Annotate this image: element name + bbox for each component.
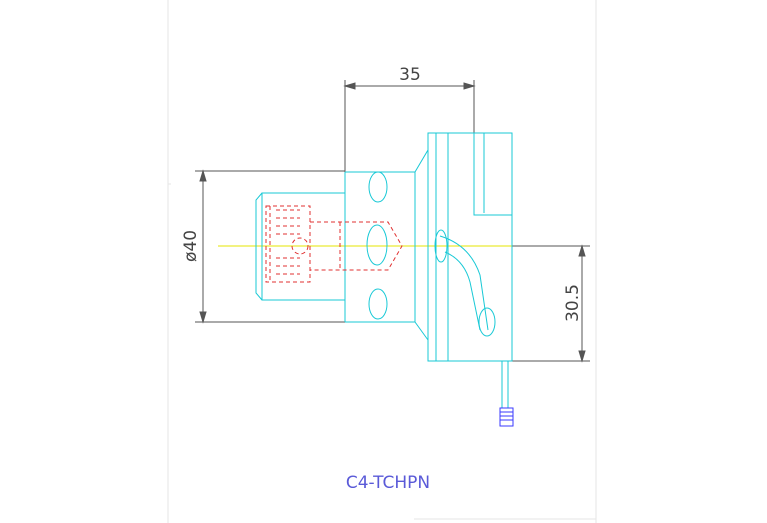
diameter-dimension-label: ø40: [181, 230, 201, 262]
offset-dimension-label: 30.5: [563, 284, 583, 322]
dimension-lines: [195, 80, 590, 363]
insert-tip: [499, 407, 514, 427]
hidden-lines: [265, 205, 403, 283]
toolholder-body: [255, 132, 513, 409]
drawing-frame: [167, 0, 597, 523]
drawing-title: C4-TCHPN: [346, 473, 430, 493]
length-dimension-label: 35: [399, 65, 421, 85]
